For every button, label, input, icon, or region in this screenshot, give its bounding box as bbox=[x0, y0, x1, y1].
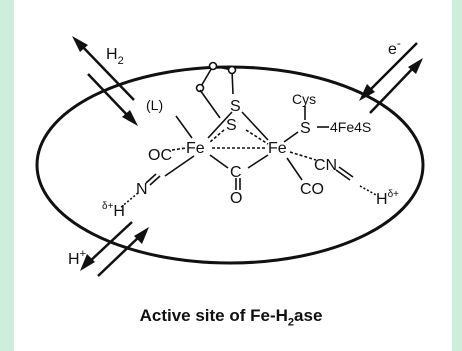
electron-arrow-pair bbox=[359, 42, 423, 114]
sulfur-mid-label: S bbox=[226, 117, 237, 134]
carbonyl-left-label: OC bbox=[148, 147, 172, 164]
h2-label: H2 bbox=[106, 46, 124, 67]
h2-arrow-pair bbox=[72, 36, 138, 126]
sulfur-top-label: S bbox=[230, 98, 241, 115]
hydride-right-label: Hδ+ bbox=[376, 189, 399, 208]
sulfur-cys-label: S bbox=[300, 120, 311, 137]
fe4s-cluster-label: 4Fe4S bbox=[330, 119, 371, 135]
diagram-caption: Active site of Fe-H2ase bbox=[139, 306, 323, 329]
cys-label: Cys bbox=[292, 91, 316, 107]
dithiolate-chain bbox=[199, 65, 234, 95]
hydride-left-label: δ+H bbox=[102, 201, 125, 220]
white-panel bbox=[14, 0, 452, 351]
bridge-carbon-label: C bbox=[230, 164, 242, 181]
proton-arrow-pair bbox=[80, 221, 149, 277]
bridge-oxygen-label: O bbox=[230, 190, 242, 207]
iron-right-label: Fe bbox=[268, 140, 287, 157]
cyanide-right-label: CN bbox=[314, 157, 337, 174]
ligand-l-label: (L) bbox=[146, 97, 163, 113]
iron-left-label: Fe bbox=[186, 140, 205, 157]
electron-label: e- bbox=[388, 36, 401, 58]
nitrogen-left-label: N bbox=[136, 181, 148, 198]
proton-label: H+ bbox=[68, 248, 86, 268]
carbonyl-right-label: CO bbox=[300, 181, 324, 198]
molecule-bonds bbox=[119, 61, 379, 209]
